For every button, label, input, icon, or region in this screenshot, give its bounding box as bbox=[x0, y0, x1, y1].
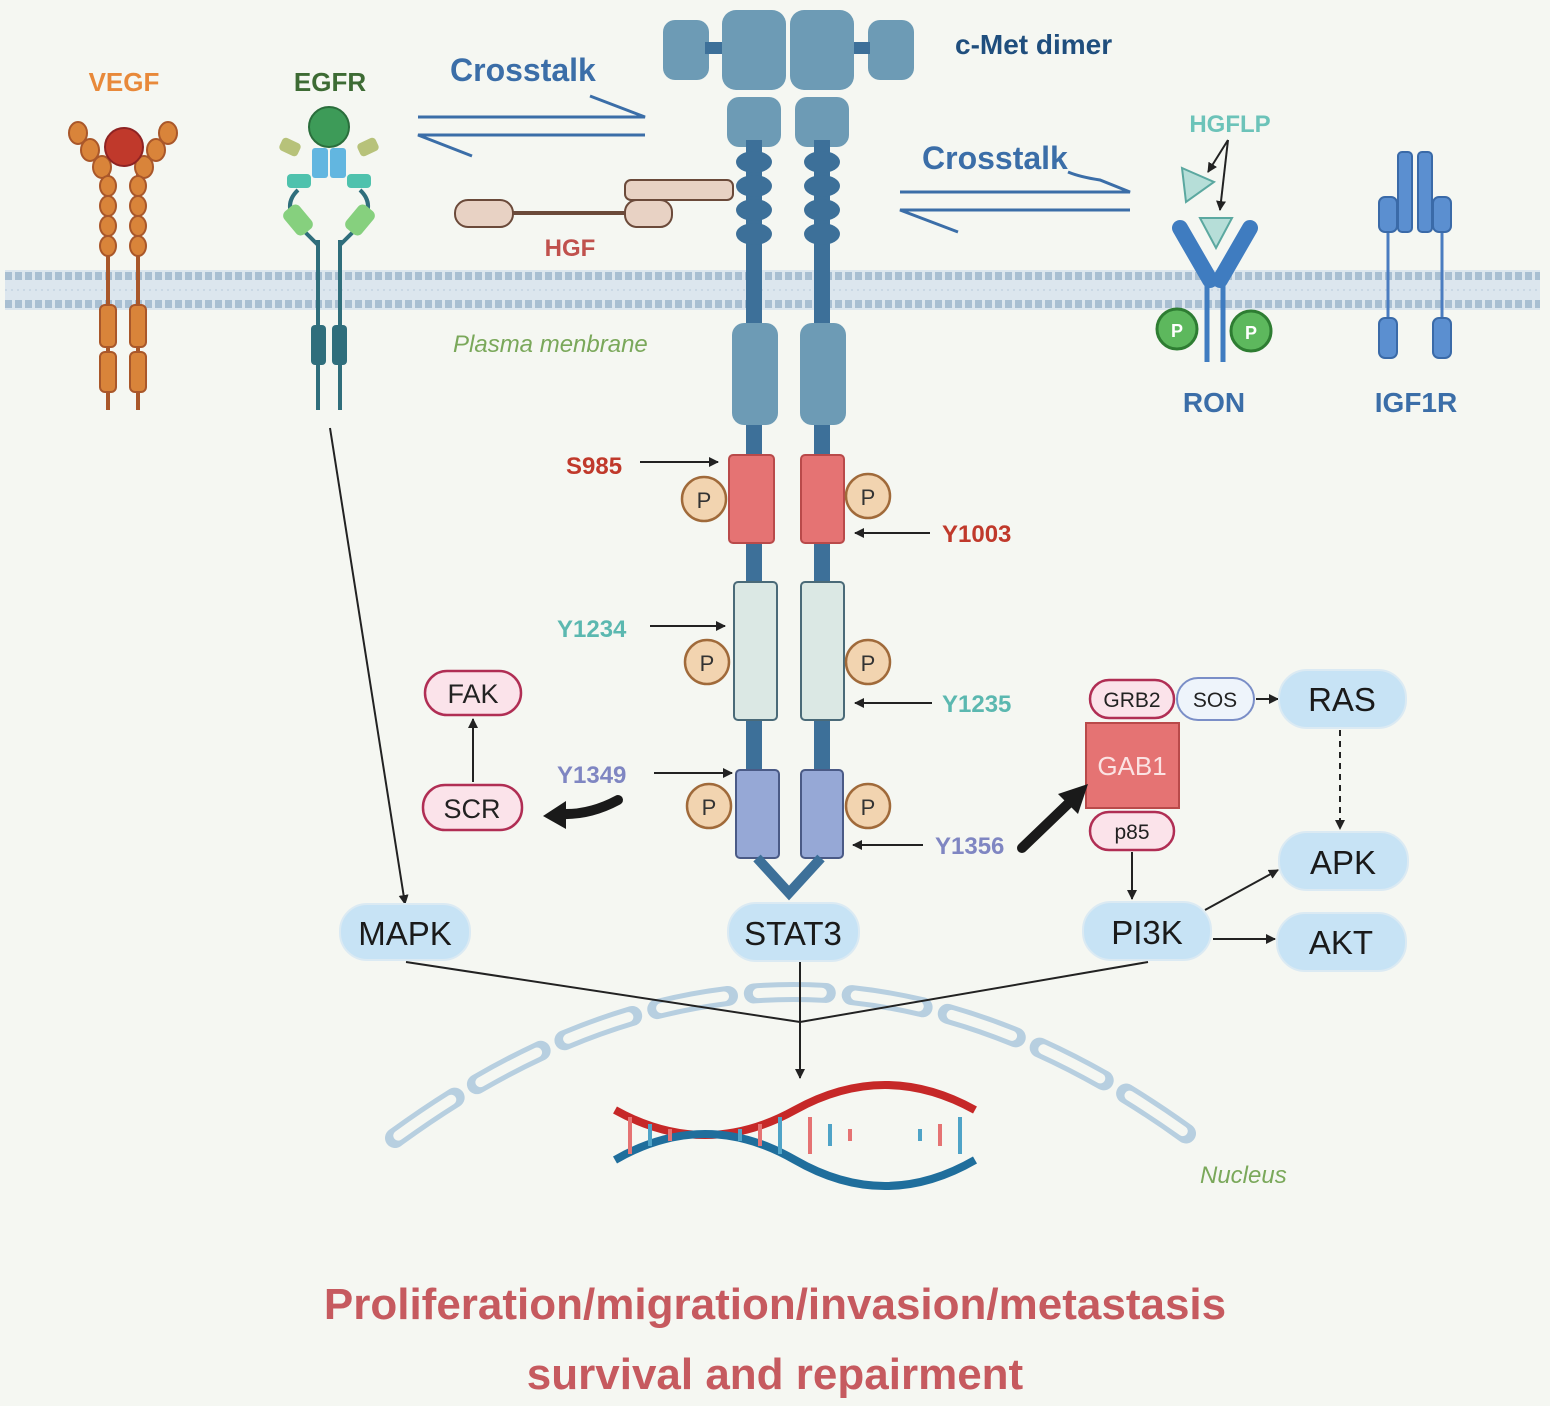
svg-text:P: P bbox=[700, 651, 715, 676]
site-y1234: Y1234 bbox=[557, 616, 627, 643]
node-sos bbox=[1176, 677, 1255, 721]
node-scr-label: SCR bbox=[443, 794, 500, 824]
svg-text:P: P bbox=[697, 488, 712, 513]
outcome-line-1: Proliferation/migration/invasion/metasta… bbox=[323, 1280, 1227, 1329]
outcome-line-2: survival and repairment bbox=[526, 1350, 1024, 1399]
crosstalk-left-arrows bbox=[417, 94, 646, 158]
converging-lines bbox=[405, 961, 1149, 1079]
docking-site-right bbox=[800, 769, 844, 859]
ron-receptor-icon bbox=[1172, 139, 1258, 362]
phospho-icon: P bbox=[685, 782, 733, 830]
svg-text:P: P bbox=[861, 485, 876, 510]
dna-icon bbox=[613, 1081, 977, 1190]
node-scr bbox=[421, 783, 524, 832]
node-mapk bbox=[339, 903, 471, 961]
hgflp-label: HGFLP bbox=[1189, 111, 1270, 138]
vegf-label: VEGF bbox=[89, 67, 160, 97]
node-pi3k-label: PI3K bbox=[1111, 914, 1183, 951]
node-stat3-label: STAT3 bbox=[744, 915, 842, 952]
node-fak-label: FAK bbox=[447, 679, 498, 709]
phospho-icon: P bbox=[680, 475, 728, 523]
svg-text:P: P bbox=[1171, 321, 1183, 341]
plasma-membrane-label: Plasma menbrane bbox=[453, 331, 648, 358]
phospho-icon: P bbox=[844, 782, 892, 830]
node-pi3k bbox=[1082, 901, 1212, 961]
thick-arrow-y1349-to-scr bbox=[543, 795, 623, 829]
nucleus-label: Nucleus bbox=[1200, 1162, 1287, 1189]
ron-label: RON bbox=[1183, 387, 1245, 418]
c-met-dimer-label: c-Met dimer bbox=[955, 29, 1112, 60]
docking-site-left bbox=[735, 769, 780, 859]
phospho-icon: P bbox=[844, 472, 892, 520]
svg-text:P: P bbox=[702, 795, 717, 820]
node-grb2 bbox=[1088, 678, 1176, 720]
node-apk bbox=[1278, 831, 1409, 891]
vegf-receptor-icon bbox=[68, 121, 178, 410]
kinase-domain-left bbox=[728, 454, 775, 544]
site-y1003: Y1003 bbox=[942, 521, 1011, 548]
phospho-icon: P bbox=[844, 638, 892, 686]
crosstalk-left-label: Crosstalk bbox=[450, 52, 596, 88]
plasma-membrane bbox=[5, 270, 1540, 310]
arrow-pi3k-to-apk bbox=[1204, 869, 1279, 911]
node-gab1-label: GAB1 bbox=[1097, 751, 1166, 781]
node-p85 bbox=[1088, 810, 1176, 852]
node-ras-label: RAS bbox=[1308, 681, 1376, 718]
node-akt-label: AKT bbox=[1309, 924, 1373, 961]
thick-arrow-y1356-to-gab1 bbox=[1017, 784, 1088, 853]
egfr-receptor-icon bbox=[279, 106, 379, 410]
node-stat3 bbox=[727, 902, 860, 962]
c-met-dimer-icon bbox=[663, 10, 914, 772]
kinase-domain-right bbox=[800, 454, 845, 544]
node-ras bbox=[1278, 669, 1407, 729]
activation-loop-left bbox=[733, 581, 778, 721]
site-s985: S985 bbox=[566, 453, 622, 480]
node-grb2-label: GRB2 bbox=[1103, 689, 1160, 712]
hgf-label: HGF bbox=[545, 235, 596, 262]
hgf-ligand-icon bbox=[454, 179, 734, 228]
node-mapk-label: MAPK bbox=[358, 915, 452, 952]
igf1r-label: IGF1R bbox=[1375, 387, 1457, 418]
ron-phospho-icon: P P bbox=[1155, 307, 1273, 353]
crosstalk-right-arrows bbox=[899, 170, 1131, 234]
crosstalk-right-label: Crosstalk bbox=[922, 140, 1068, 176]
arrow-egfr-to-mapk bbox=[329, 427, 409, 905]
igf1r-receptor-icon bbox=[1378, 151, 1452, 359]
egfr-label: EGFR bbox=[294, 67, 366, 97]
site-y1356: Y1356 bbox=[935, 833, 1004, 860]
site-y1235: Y1235 bbox=[942, 691, 1011, 718]
node-p85-label: p85 bbox=[1114, 821, 1149, 844]
node-sos-label: SOS bbox=[1193, 689, 1237, 712]
activation-loop-right bbox=[800, 581, 845, 721]
c-met-tail-icon bbox=[753, 854, 825, 901]
node-akt bbox=[1276, 912, 1407, 972]
phospho-group: P P P P P P bbox=[680, 472, 892, 830]
svg-text:P: P bbox=[861, 651, 876, 676]
svg-text:P: P bbox=[861, 795, 876, 820]
phospho-icon: P bbox=[683, 638, 731, 686]
node-gab1 bbox=[1085, 722, 1180, 809]
site-y1349: Y1349 bbox=[557, 762, 626, 789]
node-fak bbox=[423, 669, 523, 717]
outcome-text: Proliferation/migration/invasion/metasta… bbox=[0, 1270, 1550, 1406]
node-apk-label: APK bbox=[1310, 844, 1376, 881]
svg-text:P: P bbox=[1245, 323, 1257, 343]
